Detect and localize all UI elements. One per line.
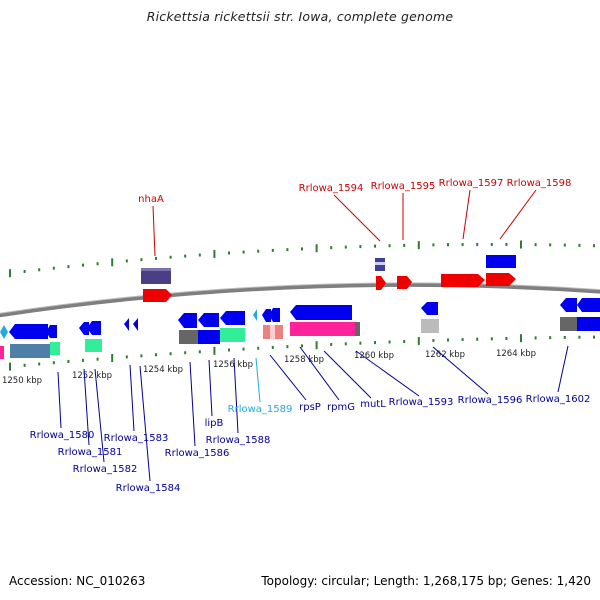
- reverse-gene-label[interactable]: Rrlowa_1582: [73, 464, 138, 475]
- forward-label-leader: [462, 189, 471, 240]
- reverse-gene-label[interactable]: Rrlowa_1584: [116, 483, 181, 494]
- reverse-label-leader: [323, 350, 372, 399]
- feature-block-blue-1602[interactable]: [577, 317, 600, 331]
- tick-label: 1252 kbp: [72, 371, 112, 381]
- feature-block-gray-mutL[interactable]: [355, 322, 360, 336]
- gene-features[interactable]: [0, 255, 600, 359]
- tick-label: 1262 kbp: [425, 350, 465, 360]
- gene-arrow-Rrlowa_1584[interactable]: [133, 318, 138, 331]
- reverse-label-leader: [233, 357, 239, 434]
- reverse-label-leader: [83, 368, 90, 446]
- genome-summary-text: Topology: circular; Length: 1,268,175 bp…: [261, 574, 591, 588]
- feature-block-blue-lipB[interactable]: [198, 330, 220, 344]
- reverse-gene-label[interactable]: lipB: [205, 418, 224, 429]
- reverse-label-leader: [299, 346, 340, 401]
- gene-arrow-left-edge[interactable]: [0, 325, 8, 339]
- reverse-gene-label[interactable]: Rrlowa_1596: [458, 395, 523, 406]
- gene-arrow-Rrlowa_1598[interactable]: [486, 273, 516, 286]
- forward-gene-label[interactable]: Rrlowa_1598: [507, 178, 572, 189]
- forward-gene-label[interactable]: Rrlowa_1595: [371, 181, 436, 192]
- outer-tick-marks: [9, 240, 595, 278]
- reverse-gene-label[interactable]: Rrlowa_1588: [206, 435, 271, 446]
- feature-block-magenta-left[interactable]: [0, 346, 4, 359]
- tick-label: 1258 kbp: [284, 355, 324, 365]
- feature-block-gray-1602[interactable]: [560, 317, 577, 331]
- feature-block-salmon-light: [270, 325, 275, 339]
- genome-backbone-highlight: [0, 282, 600, 314]
- reverse-label-leader: [557, 345, 569, 393]
- tick-label: 1254 kbp: [143, 365, 183, 375]
- feature-block-small-light: [375, 262, 385, 265]
- gene-arrow-Rrlowa_1583[interactable]: [124, 318, 129, 331]
- reverse-label-leader: [139, 365, 151, 482]
- feature-block-silver[interactable]: [421, 319, 439, 333]
- feature-block-gray-1586[interactable]: [179, 330, 198, 344]
- feature-block-steel[interactable]: [10, 344, 50, 358]
- gene-arrow-rpsP[interactable]: [262, 309, 271, 322]
- genome-backbone: [0, 282, 600, 318]
- reverse-label-leader: [129, 364, 135, 432]
- reverse-label-leader: [208, 359, 213, 417]
- reverse-gene-label[interactable]: Rrlowa_1580: [30, 430, 95, 441]
- forward-label-leader: [152, 205, 156, 257]
- gene-arrow-mutL[interactable]: [290, 305, 352, 320]
- feature-block-mint-1582[interactable]: [85, 339, 102, 352]
- gene-arrow-Rrlowa_1596[interactable]: [421, 302, 438, 315]
- reverse-label-leader: [94, 368, 105, 463]
- reverse-gene-label[interactable]: Rrlowa_1581: [58, 447, 123, 458]
- reverse-gene-label[interactable]: Rrlowa_1602: [526, 394, 591, 405]
- genome-map[interactable]: 1250 kbp 1252 kbp 1254 kbp 1256 kbp 1258 kbp…: [0, 0, 600, 560]
- inner-tick-marks: [9, 334, 595, 371]
- gene-arrow-Rrlowa_1602[interactable]: [560, 298, 577, 312]
- tick-label: 1264 kbp: [496, 349, 536, 359]
- reverse-label-leader: [432, 346, 489, 395]
- gene-arrow-Rrlowa_1582[interactable]: [79, 322, 89, 335]
- reverse-gene-labels: Rrlowa_1580Rrlowa_1581Rrlowa_1582Rrlowa_…: [30, 345, 591, 494]
- gene-arrow-lipB[interactable]: [198, 313, 219, 327]
- forward-label-leader: [499, 189, 537, 240]
- gene-arrow-Rrlowa_1602b[interactable]: [577, 298, 600, 312]
- tick-labels: 1250 kbp 1252 kbp 1254 kbp 1256 kbp 1258 kbp…: [2, 349, 536, 386]
- feature-block-mint[interactable]: [50, 342, 60, 355]
- feature-block-navy-top: [141, 268, 171, 271]
- reverse-label-leader: [255, 357, 261, 403]
- forward-gene-label[interactable]: Rrlowa_1597: [439, 178, 504, 189]
- gene-arrow-Rrlowa_1580[interactable]: [9, 324, 48, 339]
- reverse-gene-label[interactable]: Rrlowa_1589: [228, 404, 293, 415]
- gene-arrow-Rrlowa_1586[interactable]: [178, 313, 197, 328]
- gene-arrow-small-1580b[interactable]: [46, 325, 57, 338]
- feature-block-mint-1588[interactable]: [220, 328, 245, 342]
- accession-text: Accession: NC_010263: [9, 574, 146, 588]
- reverse-gene-label[interactable]: rpsP: [299, 402, 321, 413]
- gene-arrow-Rrlowa_1594[interactable]: [376, 276, 386, 290]
- gene-arrow-nhaA[interactable]: [143, 289, 172, 302]
- gene-arrow-rpmG[interactable]: [269, 308, 280, 322]
- forward-gene-label[interactable]: Rrlowa_1594: [299, 183, 364, 194]
- tick-label: 1250 kbp: [2, 376, 42, 386]
- gene-arrow-Rrlowa_1589[interactable]: [253, 309, 257, 321]
- forward-label-leader: [333, 194, 381, 242]
- reverse-gene-label[interactable]: mutL: [360, 399, 386, 410]
- forward-gene-label[interactable]: nhaA: [138, 194, 164, 205]
- map-title: Rickettsia rickettsii str. Iowa, complet…: [146, 9, 454, 24]
- reverse-gene-label[interactable]: Rrlowa_1586: [165, 448, 230, 459]
- reverse-gene-label[interactable]: rpmG: [327, 402, 355, 413]
- reverse-gene-label[interactable]: Rrlowa_1593: [389, 397, 454, 408]
- reverse-label-leader: [269, 354, 307, 401]
- gene-arrow-Rrlowa_1588[interactable]: [220, 311, 245, 325]
- gene-arrow-Rrlowa_1597[interactable]: [441, 274, 485, 287]
- gene-arrow-Rrlowa_1582b[interactable]: [87, 321, 101, 335]
- tick-label: 1256 kbp: [213, 360, 253, 370]
- tick-label: 1260 kbp: [354, 351, 394, 361]
- reverse-label-leader: [57, 371, 62, 429]
- reverse-gene-label[interactable]: Rrlowa_1583: [104, 433, 169, 444]
- gene-arrow-Rrlowa_1595[interactable]: [397, 276, 412, 289]
- feature-block-magenta-mutL[interactable]: [290, 322, 355, 336]
- feature-block-navy[interactable]: [141, 268, 171, 284]
- feature-block-blue-1598[interactable]: [486, 255, 516, 268]
- reverse-label-leader: [189, 361, 196, 447]
- reverse-label-leader: [355, 350, 420, 397]
